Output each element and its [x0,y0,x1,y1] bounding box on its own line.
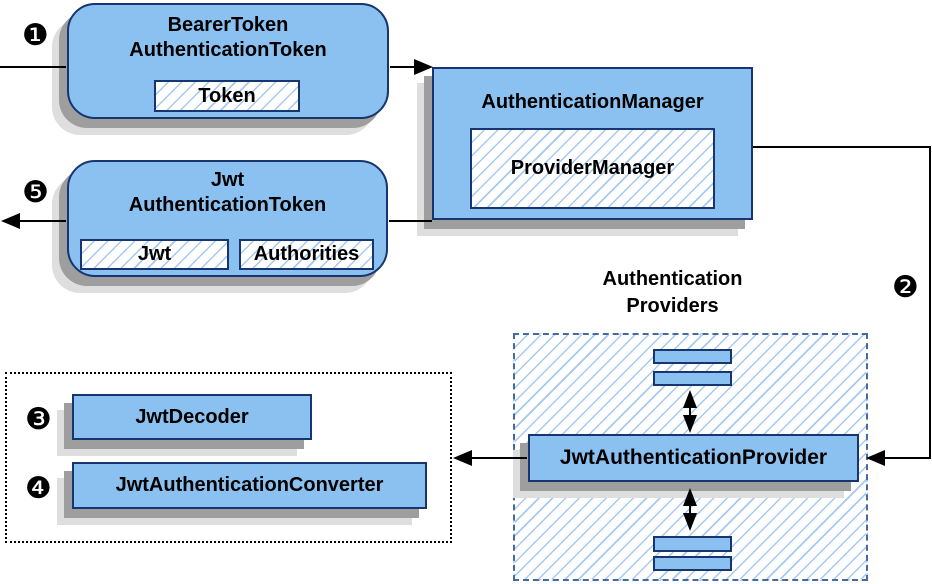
bearer-token-title-line1: BearerToken [167,14,289,36]
jwt-decoder-label: JwtDecoder [135,405,249,428]
authorities-chip: Authorities [239,239,374,270]
arrowhead-provider-to-components [453,450,472,466]
provider-manager-chip: ProviderManager [470,128,715,209]
authorities-chip-label: Authorities [253,243,360,265]
arrowhead-outgoing-result [1,213,20,229]
step-4-badge: ❹ [25,471,52,506]
arrowhead-manager-to-provider [866,450,885,466]
authentication-providers-heading-line2: Providers [626,295,719,317]
step-5-badge: ❺ [22,175,49,210]
bearer-token-authentication-token-node: BearerToken AuthenticationToken Token [67,3,389,119]
authentication-providers-heading-line1: Authentication [602,268,743,290]
provider-manager-chip-label: ProviderManager [510,157,675,179]
jwt-authentication-converter-label: JwtAuthenticationConverter [115,474,384,496]
jwt-token-title-line1: Jwt [210,169,245,191]
authentication-manager-node: AuthenticationManager ProviderManager [432,67,753,220]
provider-placeholder-bar [653,371,732,386]
step-2-badge: ❷ [892,270,919,305]
jwt-authentication-converter-node: JwtAuthenticationConverter [72,462,427,509]
jwt-chip: Jwt [80,239,229,270]
jwt-decoder-node: JwtDecoder [72,394,312,440]
provider-placeholder-bar [653,349,732,364]
jwt-token-title-line2: AuthenticationToken [128,194,327,216]
bearer-token-title-line2: AuthenticationToken [129,39,327,61]
jwt-authentication-provider-node: JwtAuthenticationProvider [528,434,859,482]
step-1-badge: ❶ [22,18,49,53]
step-3-badge: ❸ [25,402,52,437]
jwt-authentication-provider-label: JwtAuthenticationProvider [559,446,828,469]
arrowhead-token-to-manager [414,59,433,75]
authentication-providers-heading: Authentication Providers [545,266,800,320]
provider-placeholder-bar [653,556,732,571]
token-chip-label: Token [198,84,256,107]
jwt-authentication-token-node: Jwt AuthenticationToken Jwt Authorities [67,160,388,277]
jwt-chip-label: Jwt [137,243,172,265]
authentication-manager-title: AuthenticationManager [481,91,704,113]
token-chip: Token [154,80,300,112]
provider-placeholder-bar [653,536,732,552]
